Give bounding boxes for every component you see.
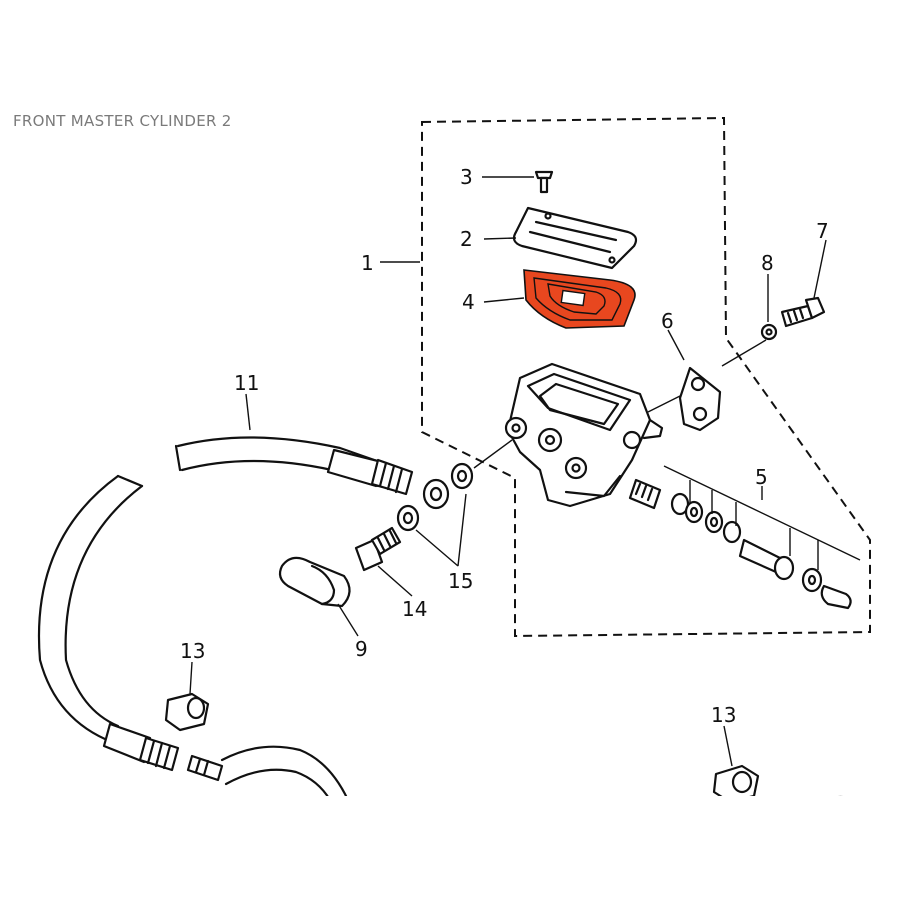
bolt-part-7[interactable]	[780, 296, 826, 328]
washers-part-15[interactable]	[396, 462, 474, 532]
callout-13-right: 13	[711, 703, 736, 727]
diaphragm-part-4[interactable]	[523, 269, 636, 329]
callout-14: 14	[402, 597, 427, 621]
callout-5: 5	[755, 465, 768, 489]
brake-hose-part-11[interactable]	[174, 436, 450, 510]
callout-7: 7	[816, 219, 829, 243]
callout-4: 4	[462, 290, 475, 314]
page-title: FRONT MASTER CYLINDER 2	[13, 112, 232, 130]
grommet-part-13-left[interactable]	[164, 692, 210, 732]
washer-part-8[interactable]	[760, 323, 778, 341]
callout-15: 15	[448, 569, 473, 593]
union-bolt-part-14[interactable]	[354, 526, 402, 572]
reservoir-cap-part-2[interactable]	[512, 206, 638, 270]
holder-part-6[interactable]	[678, 366, 722, 432]
master-cylinder-body[interactable]	[504, 362, 664, 508]
piston-kit-part-5[interactable]	[628, 465, 861, 610]
callout-13-left: 13	[180, 639, 205, 663]
callout-1: 1	[361, 251, 374, 275]
screw-part-3[interactable]	[534, 170, 554, 194]
brake-hose-lower[interactable]	[37, 474, 350, 802]
callout-11: 11	[234, 371, 259, 395]
callout-8: 8	[761, 251, 774, 275]
cap-part-9[interactable]	[278, 556, 351, 608]
callout-3: 3	[460, 165, 473, 189]
callout-2: 2	[460, 227, 473, 251]
assembly-boundary	[421, 116, 871, 638]
callout-9: 9	[355, 637, 368, 661]
callout-6: 6	[661, 309, 674, 333]
